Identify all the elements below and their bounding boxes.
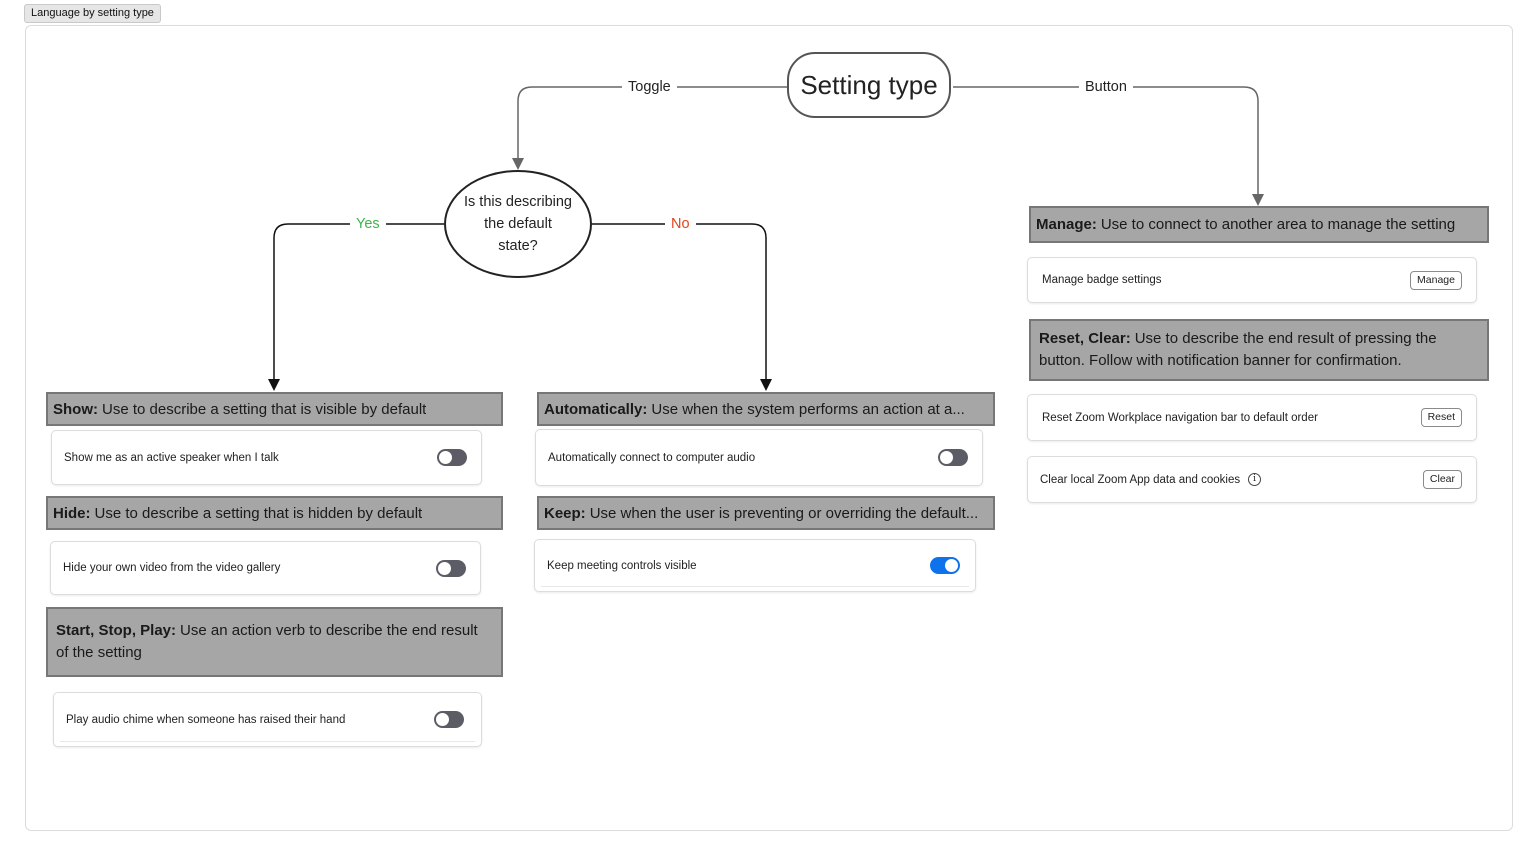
button-connector [953,86,1264,206]
manage-example-card: Manage badge settings Manage [1027,257,1477,303]
edge-label-toggle: Toggle [622,78,677,96]
play-example-label: Play audio chime when someone has raised… [66,713,346,726]
reset-clear-description: Use to describe the end result of pressi… [1039,330,1437,369]
show-example-label: Show me as an active speaker when I talk [64,451,279,464]
keep-header: Keep: Use when the user is preventing or… [537,496,995,530]
keep-example-toggle[interactable] [930,557,960,574]
automatically-header: Automatically: Use when the system perfo… [537,392,995,426]
manage-header: Manage: Use to connect to another area t… [1029,206,1489,243]
hide-description: Use to describe a setting that is hidden… [94,504,423,522]
hide-title: Hide: [53,504,91,522]
edge-label-yes: Yes [350,215,386,233]
show-example-card: Show me as an active speaker when I talk [51,430,482,485]
frame-label: Language by setting type [24,4,161,23]
show-title: Show: [53,400,98,418]
reset-clear-header: Reset, Clear:Use to describe the end res… [1029,319,1489,381]
hide-example-card: Hide your own video from the video galle… [50,541,481,595]
reset-button[interactable]: Reset [1420,408,1462,427]
root-node-setting-type: Setting type [787,52,951,118]
manage-title: Manage: [1036,216,1097,233]
yes-connector [268,223,444,391]
no-connector [592,223,772,391]
manage-button[interactable]: Manage [1410,270,1462,290]
hide-example-toggle[interactable] [436,559,466,577]
clear-example-label: Clear local Zoom App data and cookies [1040,473,1241,486]
edge-label-no: No [665,215,696,233]
automatically-title: Automatically: [544,400,648,418]
show-example-toggle[interactable] [437,449,467,466]
start-stop-play-title: Start, Stop, Play: [56,622,177,639]
reset-example-card: Reset Zoom Workplace navigation bar to d… [1027,394,1477,441]
reset-example-label: Reset Zoom Workplace navigation bar to d… [1042,411,1318,424]
keep-title: Keep: [544,504,586,522]
decision-node-default-state: Is this describing the default state? [444,170,592,278]
manage-description: Use to connect to another area to manage… [1100,216,1456,233]
start-stop-play-description: Use an action verb to describe the end r… [56,622,478,661]
automatically-example-card: Automatically connect to computer audio [535,429,983,486]
reset-clear-title: Reset, Clear: [1039,330,1131,347]
automatically-example-toggle[interactable] [938,449,968,466]
show-description: Use to describe a setting that is visibl… [102,400,427,418]
play-example-card: Play audio chime when someone has raised… [53,692,482,747]
show-header: Show: Use to describe a setting that is … [46,392,503,426]
hide-header: Hide: Use to describe a setting that is … [46,496,503,530]
keep-example-label: Keep meeting controls visible [547,559,697,572]
play-example-toggle[interactable] [434,711,464,728]
automatically-example-label: Automatically connect to computer audio [548,451,756,464]
keep-description: Use when the user is preventing or overr… [589,504,979,522]
manage-example-label: Manage badge settings [1042,274,1162,286]
edge-label-button: Button [1079,78,1133,96]
toggle-connector [512,86,787,170]
clear-button[interactable]: Clear [1422,470,1462,489]
clear-example-card: Clear local Zoom App data and cookies i … [1027,456,1477,503]
hide-example-label: Hide your own video from the video galle… [63,562,281,574]
info-icon[interactable]: i [1248,473,1262,486]
automatically-description: Use when the system performs an action a… [651,400,965,418]
start-stop-play-header: Start, Stop, Play:Use an action verb to … [46,607,503,677]
keep-example-card: Keep meeting controls visible [534,539,976,592]
